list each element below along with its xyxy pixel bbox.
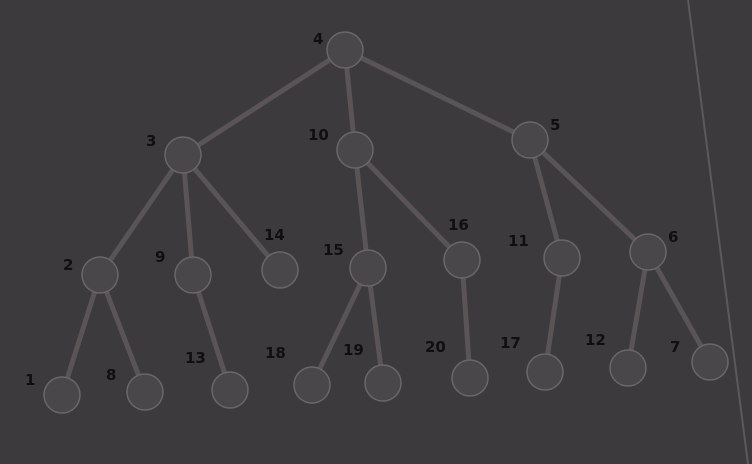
edge-10-15 [352,147,371,271]
node-circle-15 [349,249,387,287]
node-circle-19 [364,364,402,402]
node-label-4: 4 [313,30,323,48]
edge-5-6 [527,137,651,255]
node-label-6: 6 [668,228,678,246]
edge-3-9 [180,152,196,278]
edge-3-2 [97,152,186,278]
node-circle-7 [691,343,729,381]
node-label-8: 8 [106,366,116,384]
edge-15-18 [309,265,371,388]
edge-2-8 [97,272,148,395]
edge-4-5 [342,47,533,143]
node-label-5: 5 [550,116,560,134]
edge-9-13 [190,272,233,393]
edge-5-11 [527,137,565,261]
node-circle-3 [164,136,202,174]
edge-15-19 [365,265,386,386]
node-circle-13 [211,371,249,409]
node-label-9: 9 [155,248,165,266]
node-label-12: 12 [585,331,606,349]
node-circle-2 [81,256,119,294]
edge-11-17 [542,255,565,375]
node-circle-20 [451,359,489,397]
node-label-20: 20 [425,338,446,356]
edge-3-14 [180,152,283,273]
node-label-15: 15 [323,241,344,259]
node-circle-12 [609,349,647,387]
edge-2-1 [59,272,103,398]
node-circle-6 [629,233,667,271]
node-label-19: 19 [343,341,364,359]
node-circle-1 [43,376,81,414]
tree-edges [59,47,713,398]
node-circle-14 [261,251,299,289]
edge-10-16 [352,147,465,263]
edge-16-20 [459,257,473,381]
node-circle-17 [526,353,564,391]
edge-6-12 [625,249,651,371]
node-circle-18 [293,366,331,404]
node-circle-11 [543,239,581,277]
node-label-1: 1 [25,371,35,389]
node-circle-8 [126,373,164,411]
node-label-2: 2 [63,256,73,274]
panel-divider [687,0,749,464]
node-label-13: 13 [185,349,206,367]
node-label-18: 18 [265,344,286,362]
node-label-14: 14 [264,226,285,244]
node-label-3: 3 [146,132,156,150]
tree-nodes [43,31,729,414]
node-circle-5 [511,121,549,159]
node-label-16: 16 [448,216,469,234]
edge-4-3 [180,47,348,158]
node-label-10: 10 [308,126,329,144]
edge-6-7 [645,249,713,365]
node-circle-4 [326,31,364,69]
node-circle-10 [336,131,374,169]
node-circle-9 [174,256,212,294]
node-label-7: 7 [670,338,680,356]
node-label-17: 17 [500,334,521,352]
node-label-11: 11 [508,232,529,250]
node-circle-16 [443,241,481,279]
